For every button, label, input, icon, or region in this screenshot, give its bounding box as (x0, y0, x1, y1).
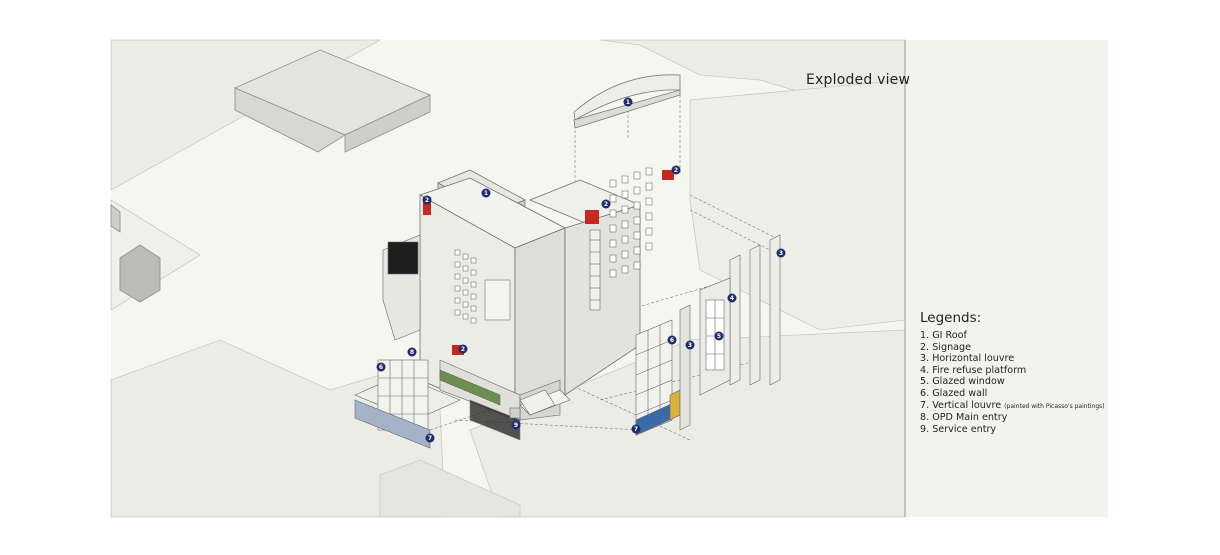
legend-item-text: Vertical louvre (932, 399, 1002, 411)
legend-item: 1. GI Roof (920, 330, 1105, 342)
legend-item-text: Service entry (932, 423, 997, 435)
glazed-wall-right (635, 304, 691, 436)
context-buildings (110, 49, 431, 303)
legend-item-number: 8. (920, 412, 930, 424)
legend-item-text: GI Roof (932, 330, 967, 341)
context-building-side (234, 87, 346, 153)
legend-item: 2. Signage (920, 342, 1105, 354)
marker-9-service-entry: 9 (511, 420, 521, 430)
marker-6-glazed-wall: 6 (667, 335, 677, 345)
legend-item-text: Signage (932, 341, 972, 353)
svg-text:1: 1 (626, 99, 630, 106)
marker-2-signage: 2 (671, 165, 681, 175)
marker-2-signage: 2 (422, 195, 432, 205)
legend-heading: Legends: (920, 310, 982, 326)
legend-item-number: 7. (920, 399, 930, 411)
legend: Legends: 1. GI Roof 2. Signage 3. Horizo… (920, 310, 1105, 435)
gi-roof-right (573, 74, 681, 129)
legend-item-number: 6. (920, 387, 930, 399)
marker-6-glazed-wall: 6 (376, 362, 386, 372)
legend-item-number: 2. (920, 341, 930, 353)
vertical-louvre-left (354, 234, 461, 449)
legend-list: 1. GI Roof 2. Signage 3. Horizontal louv… (920, 330, 1105, 435)
svg-text:2: 2 (425, 197, 429, 204)
view-title: Exploded view (806, 72, 911, 88)
louvre-dark-panel (387, 241, 419, 275)
svg-text:3: 3 (779, 250, 783, 257)
horizontal-louvre (729, 234, 781, 386)
painted-louvre (354, 399, 431, 449)
svg-text:7: 7 (428, 435, 432, 442)
fire-refuse-platform (589, 229, 601, 311)
legend-item-number: 4. (920, 364, 930, 376)
legend-item: 5. Glazed window (920, 376, 1105, 388)
legend-item: 3. Horizontal louvre (920, 353, 1105, 365)
svg-text:5: 5 (717, 333, 721, 340)
svg-text:9: 9 (514, 422, 518, 429)
context-building (110, 204, 121, 233)
ground-block (905, 40, 1108, 517)
marker-3-horizontal-louvre: 3 (685, 340, 695, 350)
signage-panel (452, 345, 464, 355)
marker-8-opd-entry: 8 (407, 347, 417, 357)
legend-item: 6. Glazed wall (920, 388, 1105, 400)
svg-text:8: 8 (410, 349, 414, 356)
legend-item-number: 9. (920, 423, 930, 435)
ground-block (379, 459, 521, 518)
legend-item-number: 5. (920, 376, 930, 388)
svg-text:6: 6 (379, 364, 383, 371)
legend-item-number: 1. (920, 330, 930, 341)
legend-item: 9. Service entry (920, 424, 1105, 436)
service-block (509, 389, 556, 419)
legend-item-note: (painted with Picasso's paintings) (1004, 402, 1105, 410)
main-building (419, 177, 642, 421)
signage (423, 170, 674, 355)
legend-item-number: 3. (920, 353, 930, 365)
podium (439, 359, 571, 441)
entry-shadow (469, 399, 521, 441)
signage-panel (585, 210, 599, 224)
context-building-side (344, 94, 431, 153)
marker-7-vertical-louvre: 7 (631, 424, 641, 434)
left-facade-windows (454, 249, 511, 324)
legend-item: 7. Vertical louvre (painted with Picasso… (920, 400, 1105, 413)
context-building (119, 244, 161, 303)
roof-edge (573, 89, 681, 129)
legend-item: 8. OPD Main entry (920, 412, 1105, 424)
marker-2-signage: 2 (458, 344, 468, 354)
svg-text:1: 1 (484, 190, 488, 197)
legend-item-text: Fire refuse platform (932, 364, 1027, 376)
green-band (439, 369, 501, 406)
marker-1-roof-right: 1 (623, 97, 633, 107)
legend-item-text: Glazed window (932, 376, 1005, 388)
legend-item: 4. Fire refuse platform (920, 365, 1105, 377)
svg-text:3: 3 (688, 342, 692, 349)
marker-2-signage: 2 (601, 199, 611, 209)
marker-1-roof-left: 1 (481, 188, 491, 198)
legend-item-text: Horizontal louvre (932, 353, 1015, 365)
marker-3-horizontal-louvre: 3 (776, 248, 786, 258)
svg-text:2: 2 (604, 201, 608, 208)
marker-7-vertical-louvre: 7 (425, 433, 435, 443)
svg-text:2: 2 (461, 346, 465, 353)
signage-panel (662, 170, 674, 180)
legend-item-text: OPD Main entry (932, 412, 1008, 424)
svg-text:2: 2 (674, 167, 678, 174)
back-facade-windows (609, 167, 653, 278)
legend-item-text: Glazed wall (932, 387, 988, 399)
svg-text:6: 6 (670, 337, 674, 344)
svg-text:4: 4 (730, 295, 734, 302)
numbered-markers: 1 1 2 2 2 2 3 3 4 5 6 6 7 7 8 9 (376, 97, 786, 443)
signage-panel (423, 197, 431, 215)
svg-text:7: 7 (634, 426, 638, 433)
marker-4-fire-refuse: 4 (727, 293, 737, 303)
marker-5-glazed-window: 5 (714, 331, 724, 341)
